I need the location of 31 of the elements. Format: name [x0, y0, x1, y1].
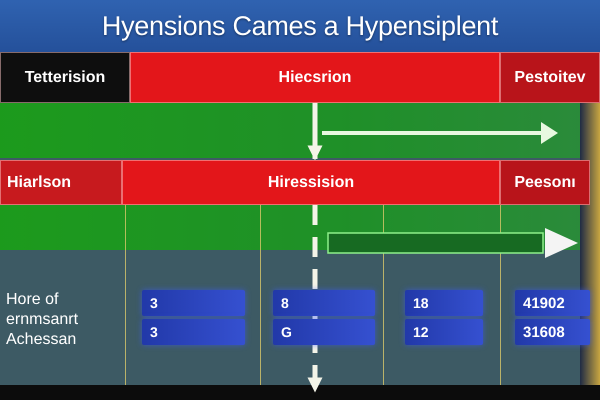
header-text: Hiarlson: [7, 174, 72, 192]
value-text: 18: [413, 295, 429, 311]
header-cell: [500, 160, 590, 205]
value-bar: [273, 290, 375, 316]
row-label: Hore of ernmsanrt Achessan: [6, 290, 80, 350]
value-text: G: [281, 324, 292, 340]
value-text: 12: [413, 324, 429, 340]
arrow: [308, 103, 322, 160]
header-text: Tetterision: [24, 68, 106, 86]
header-text: Peesonı: [514, 174, 576, 192]
header-text: Hiecsrion: [278, 68, 352, 86]
value-text: 3: [150, 295, 158, 311]
value-bar: [515, 319, 590, 345]
header-cell: [0, 52, 130, 103]
value-bar: [273, 319, 375, 345]
header-cell: [122, 160, 500, 205]
header-text: Hiressision: [268, 174, 354, 192]
title: Hyensions Cames a Hypensiplent: [102, 10, 498, 42]
value-text: 41902: [523, 294, 565, 312]
value-bar: [142, 319, 245, 345]
header-cell: [500, 52, 600, 103]
value-text: 31608: [523, 324, 565, 340]
value-bar: [405, 319, 483, 345]
value-bar: [405, 290, 483, 316]
value-text: 8: [281, 295, 289, 311]
value-bar: [515, 290, 590, 316]
header-text: Pestoitev: [514, 68, 586, 86]
value-text: 3: [150, 324, 158, 340]
header-cell: [130, 52, 500, 103]
value-bar: [142, 290, 245, 316]
header-cell: [0, 160, 122, 205]
